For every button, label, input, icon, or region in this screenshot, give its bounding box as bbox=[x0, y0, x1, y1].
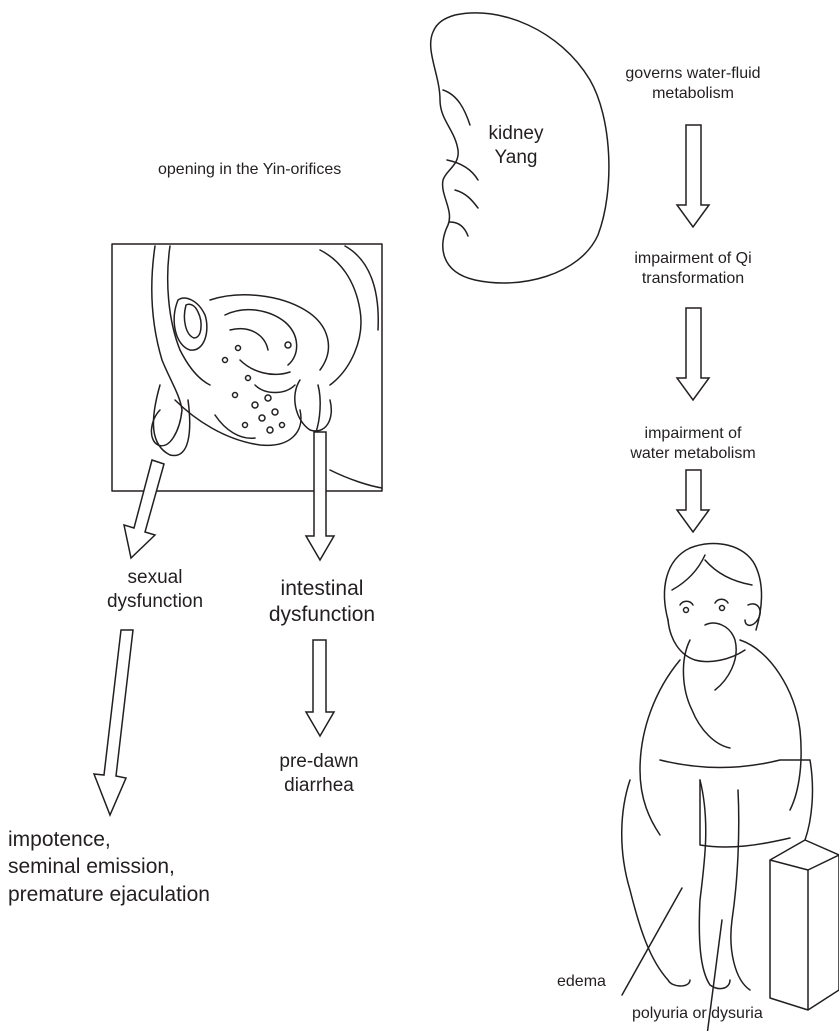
kidney-lobe-line bbox=[450, 222, 468, 236]
edema-label: edema bbox=[557, 972, 606, 992]
kidney-label-line1: kidney bbox=[476, 122, 556, 146]
kidney-lobe-line bbox=[443, 90, 470, 125]
polyuria-dysuria-label: polyuria or dysuria bbox=[632, 1004, 763, 1024]
impotence-label: impotence, seminal emission, premature e… bbox=[8, 826, 210, 908]
pelvis-anatomy-illustration bbox=[112, 244, 382, 491]
arrow-water-to-figure bbox=[677, 470, 709, 532]
arrow-qi-to-water bbox=[677, 308, 709, 400]
kidney-lobe-line bbox=[455, 190, 478, 208]
intestinal-dysfunction-label: intestinal dysfunction bbox=[232, 576, 412, 629]
arrow-sexual-to-impotence bbox=[94, 630, 133, 815]
sexual-dysfunction-label: sexual dysfunction bbox=[60, 566, 250, 614]
impairment-qi-label: impairment of Qi transformation bbox=[588, 249, 798, 289]
kidney-label-line2: Yang bbox=[476, 146, 556, 170]
seated-person-illustration bbox=[622, 543, 839, 1010]
arrow-pelvis-to-intestinal bbox=[306, 432, 334, 560]
arrow-water-to-qi bbox=[677, 125, 709, 227]
arrow-pelvis-to-sexual bbox=[124, 460, 164, 558]
arrow-intestinal-to-diarrhea bbox=[306, 640, 334, 736]
opening-yin-orifices-label: opening in the Yin-orifices bbox=[158, 160, 341, 180]
governs-water-label: governs water-fluid metabolism bbox=[588, 64, 798, 104]
kidney-yang-label: kidney Yang bbox=[476, 122, 556, 170]
impairment-water-label: impairment of water metabolism bbox=[588, 424, 798, 464]
kidney-lobe-line bbox=[447, 160, 478, 180]
pre-dawn-diarrhea-label: pre-dawn diarrhea bbox=[244, 750, 394, 798]
edema-pointer bbox=[622, 888, 682, 995]
